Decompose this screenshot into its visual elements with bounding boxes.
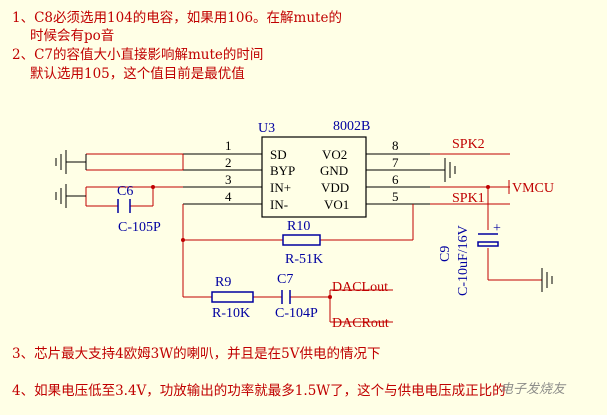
r10-value: R-51K bbox=[285, 252, 323, 267]
pin-byp-name: BYP bbox=[270, 163, 295, 178]
pin-vdd-name: VDD bbox=[321, 180, 349, 195]
ground-left-lower bbox=[55, 184, 86, 208]
capacitor-c6 bbox=[117, 199, 131, 213]
pin-vo1-name: VO1 bbox=[324, 197, 349, 212]
resistor-r10 bbox=[282, 234, 321, 246]
c7-ref: C7 bbox=[277, 272, 293, 287]
ground-chip bbox=[430, 158, 456, 182]
r9-ref: R9 bbox=[215, 275, 231, 290]
pin-4-num: 4 bbox=[225, 189, 232, 204]
pin-vo2-name: VO2 bbox=[322, 147, 347, 162]
dacr-out-label: DACRout bbox=[332, 316, 389, 331]
dacl-out-label: DACLout bbox=[332, 280, 388, 295]
junction-dac bbox=[328, 295, 332, 299]
c6-ref: C6 bbox=[117, 184, 133, 199]
pin-7-num: 7 bbox=[392, 155, 399, 170]
ground-c9 bbox=[541, 268, 553, 292]
pin-sd-name: SD bbox=[270, 147, 287, 162]
junction-in-minus bbox=[181, 238, 185, 242]
ground-left-upper bbox=[55, 150, 87, 174]
pin-inn-name: IN- bbox=[270, 197, 288, 212]
pins-left: 1 2 3 4 SD BYP IN+ IN- bbox=[183, 138, 295, 212]
watermark-logo: 电子发烧友 bbox=[500, 382, 566, 397]
note-3: 3、芯片最大支持4欧姆3W的喇叭，并且是在5V供电的情况下 bbox=[12, 346, 381, 362]
pin-1-num: 1 bbox=[225, 138, 232, 153]
c7-value: C-104P bbox=[275, 306, 318, 321]
note-4: 4、如果电压低至3.4V，功放输出的功率就最多1.5W了，这个与供电电压成正比的 bbox=[12, 383, 506, 399]
chip-u3-ref: U3 bbox=[258, 121, 275, 136]
input-wiring bbox=[85, 153, 414, 323]
capacitor-c9 bbox=[477, 233, 499, 247]
c9-value: C-10uF/16V bbox=[456, 225, 471, 296]
chip-u3-part: 8002B bbox=[333, 119, 370, 134]
r10-ref: R10 bbox=[287, 219, 310, 234]
pin-5-num: 5 bbox=[392, 189, 399, 204]
pin-inp-name: IN+ bbox=[270, 180, 291, 195]
c9-plus: + bbox=[493, 221, 501, 236]
resistor-r9 bbox=[211, 291, 254, 303]
junction-vdd bbox=[486, 185, 490, 189]
pin-6-num: 6 bbox=[392, 172, 399, 187]
r9-value: R-10K bbox=[212, 306, 250, 321]
spk1-label: SPK1 bbox=[452, 191, 485, 206]
spk2-label: SPK2 bbox=[452, 137, 485, 152]
c9-ref: C9 bbox=[438, 246, 453, 262]
pin-8-num: 8 bbox=[392, 138, 399, 153]
junction-in-plus bbox=[151, 185, 155, 189]
capacitor-c7 bbox=[281, 290, 291, 304]
chip-u3-body bbox=[261, 136, 367, 218]
pin-2-num: 2 bbox=[225, 155, 232, 170]
pin-3-num: 3 bbox=[225, 172, 232, 187]
c6-value: C-105P bbox=[118, 220, 161, 235]
note-2-line2: 默认选用105，这个值目前是最优值 bbox=[30, 66, 245, 82]
note-1-line2: 时候会有po音 bbox=[30, 28, 115, 44]
output-wiring bbox=[430, 153, 542, 281]
note-1-line1: 1、C8必须选用104的电容，如果用106。在解mute的 bbox=[12, 10, 342, 26]
vmcu-label: VMCU bbox=[512, 181, 554, 196]
pins-right: 8 7 6 5 VO2 GND VDD VO1 bbox=[320, 138, 430, 212]
note-2-line1: 2、C7的容值大小直接影响解mute的时间 bbox=[12, 47, 264, 63]
pin-gnd-name: GND bbox=[320, 163, 348, 178]
